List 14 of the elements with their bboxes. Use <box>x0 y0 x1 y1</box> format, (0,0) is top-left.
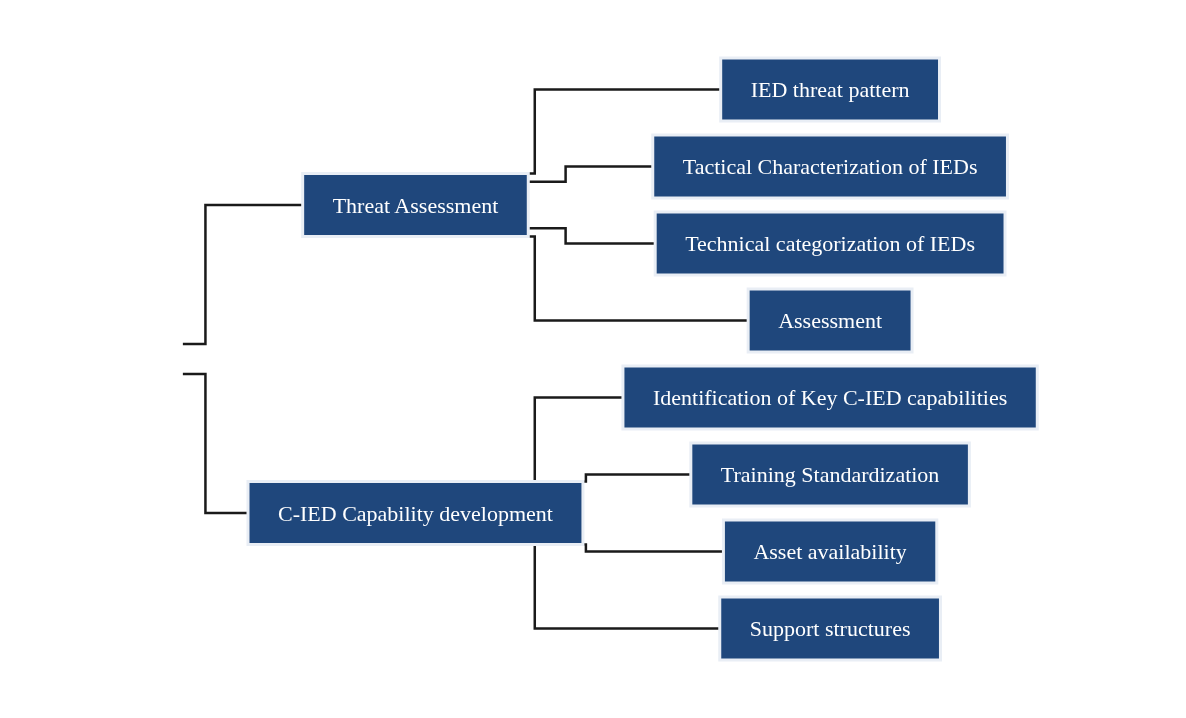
node-box: IED threat pattern <box>719 56 942 123</box>
node-box: Training Standardization <box>689 441 972 508</box>
connector <box>528 165 654 184</box>
node-box: Assessment <box>747 287 914 354</box>
node-box: Identification of Key C-IED capabilities <box>621 364 1040 431</box>
node-box: Technical categorization of IEDs <box>654 210 1007 277</box>
connector <box>183 203 304 346</box>
connector <box>183 372 249 515</box>
node-box: C-IED Capability development <box>246 480 585 546</box>
node-box: Asset availability <box>722 518 939 585</box>
node-box: Threat Assessment <box>301 172 531 238</box>
node-box: Support structures <box>718 595 943 662</box>
node-box: Tactical Characterization of IEDs <box>651 133 1010 200</box>
connector <box>528 226 656 245</box>
